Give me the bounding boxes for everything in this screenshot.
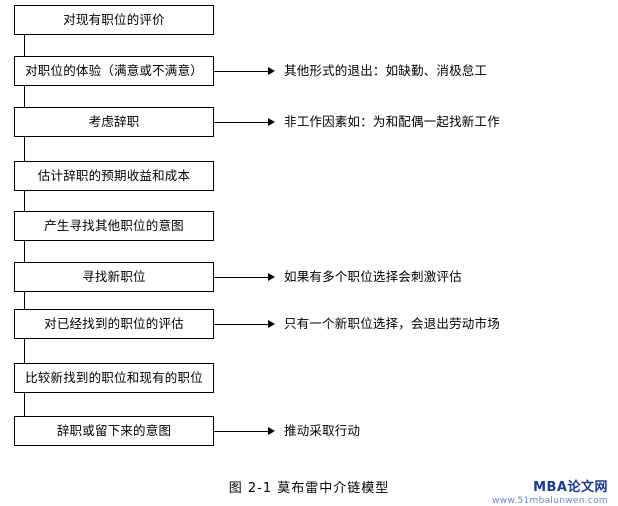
branch-arrowhead-9 [268, 427, 275, 435]
connector-3-4 [24, 137, 25, 161]
flow-node-label: 产生寻找其他职位的意图 [44, 218, 184, 234]
flow-node-4: 估计辞职的预期收益和成本 [14, 161, 214, 191]
connector-8-9 [24, 393, 25, 416]
side-label-2: 非工作因素如：为和配偶一起找新工作 [284, 115, 500, 129]
branch-line-9 [214, 431, 269, 432]
watermark-url: www.51mbalunwen.com [492, 496, 608, 506]
connector-7-8 [24, 339, 25, 363]
branch-arrowhead-2 [268, 67, 275, 75]
side-label-text: 其他形式的退出：如缺勤、消极怠工 [284, 63, 488, 78]
branch-arrowhead-6 [268, 273, 275, 281]
side-label-5: 推动采取行动 [284, 424, 360, 438]
flow-node-label: 寻找新职位 [82, 269, 146, 285]
flow-node-7: 对已经找到的职位的评估 [14, 309, 214, 339]
watermark-brand: MBA论文网 [533, 480, 608, 495]
side-label-text: 非工作因素如：为和配偶一起找新工作 [284, 114, 500, 129]
branch-line-2 [214, 71, 269, 72]
side-label-3: 如果有多个职位选择会刺激评估 [284, 270, 462, 284]
flow-node-label: 估计辞职的预期收益和成本 [37, 168, 191, 184]
flow-node-3: 考虑辞职 [14, 107, 214, 137]
connector-6-7 [24, 292, 25, 309]
side-label-text: 推动采取行动 [284, 423, 361, 438]
branch-line-7 [214, 324, 269, 325]
flow-node-label: 考虑辞职 [88, 114, 140, 130]
watermark: MBA论文网 www.51mbalunwen.com [492, 476, 608, 506]
side-label-1: 其他形式的退出：如缺勤、消极怠工 [284, 64, 487, 78]
connector-1-2 [24, 35, 25, 56]
flow-node-2: 对职位的体验（满意或不满意） [14, 56, 214, 86]
flow-node-label: 对职位的体验（满意或不满意） [25, 63, 203, 79]
flow-node-label: 对现有职位的评价 [63, 12, 165, 28]
flow-node-label: 辞职或留下来的意图 [56, 423, 172, 439]
connector-2-3 [24, 86, 25, 107]
flow-node-label: 对已经找到的职位的评估 [44, 316, 184, 332]
branch-arrowhead-7 [268, 320, 275, 328]
side-label-text: 只有一个新职位选择，会退出劳动市场 [284, 316, 500, 331]
side-label-4: 只有一个新职位选择，会退出劳动市场 [284, 317, 500, 331]
flow-node-9: 辞职或留下来的意图 [14, 416, 214, 446]
flow-node-1: 对现有职位的评价 [14, 5, 214, 35]
connector-5-6 [24, 241, 25, 262]
flow-node-label: 比较新找到的职位和现有的职位 [25, 370, 203, 386]
flow-node-6: 寻找新职位 [14, 262, 214, 292]
branch-line-6 [214, 277, 269, 278]
branch-line-3 [214, 122, 269, 123]
figure-caption: 图 2-1 莫布雷中介链模型 [228, 481, 390, 496]
flow-node-5: 产生寻找其他职位的意图 [14, 211, 214, 241]
branch-arrowhead-3 [268, 118, 275, 126]
side-label-text: 如果有多个职位选择会刺激评估 [284, 269, 462, 284]
connector-4-5 [24, 191, 25, 211]
flow-node-8: 比较新找到的职位和现有的职位 [14, 363, 214, 393]
